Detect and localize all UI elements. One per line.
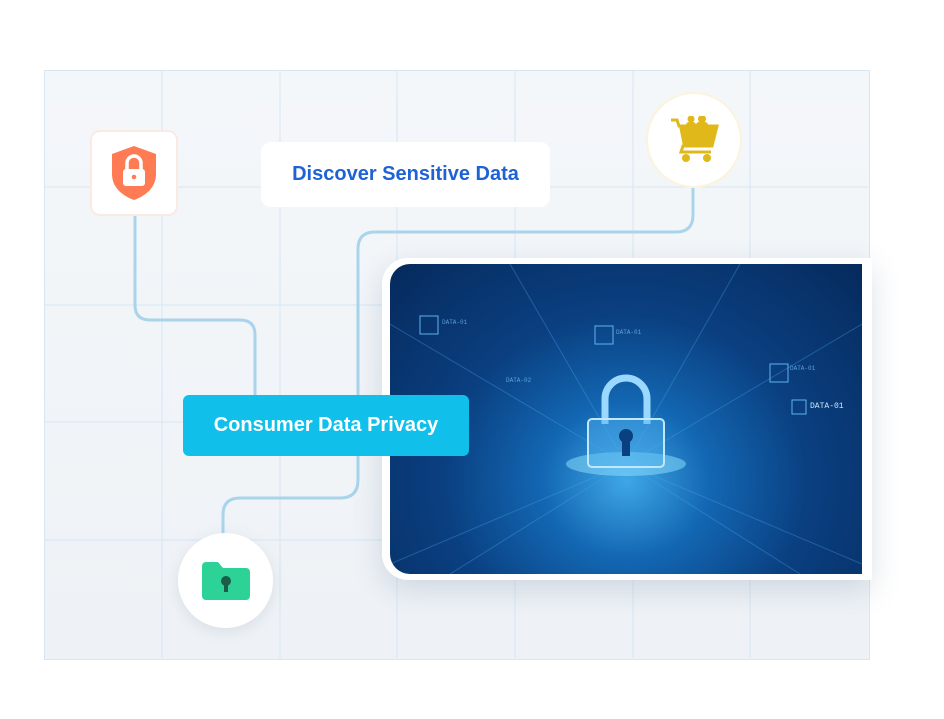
data-tag: DATA-01 [442, 319, 468, 326]
folder-lock-icon [201, 561, 250, 600]
data-tag: DATA-01 [810, 402, 844, 411]
shield-lock-icon [112, 146, 156, 200]
connector-shield [133, 216, 257, 400]
data-tag: DATA-01 [790, 365, 816, 372]
discover-sensitive-data-label: Discover Sensitive Data [261, 142, 550, 207]
cart-tile [646, 92, 742, 188]
data-tag: DATA-02 [506, 377, 532, 384]
shopping-cart-users-icon [671, 116, 719, 162]
consumer-data-privacy-label: Consumer Data Privacy [183, 395, 469, 456]
connector-cart-folder [221, 188, 695, 535]
shield-tile [90, 130, 178, 216]
folder-tile [178, 533, 273, 628]
data-tag: DATA-01 [616, 329, 642, 336]
padlock-icon [566, 374, 686, 476]
